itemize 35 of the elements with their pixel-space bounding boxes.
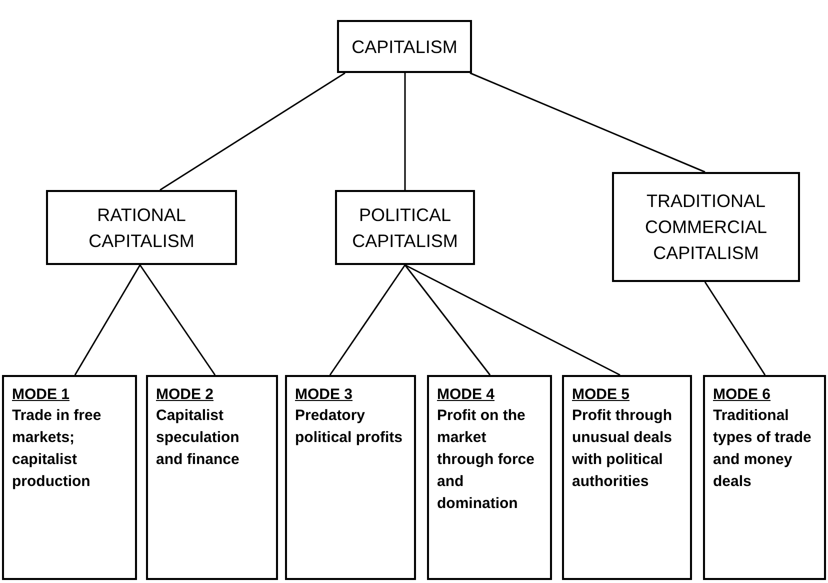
mode-heading: MODE 2 — [156, 385, 214, 405]
mode-description: Capitalist speculation and finance — [156, 406, 240, 470]
mode-box — [146, 375, 278, 580]
category-box — [335, 190, 475, 265]
mode-description: Profit on the market through force and domination — [437, 406, 536, 514]
mode-box — [703, 375, 826, 580]
mode-description: Profit through unusual deals with political authorities — [572, 406, 674, 492]
connector-line — [74, 264, 141, 376]
category-title: CAPITALISM — [352, 36, 458, 58]
category-title: TRADITIONAL COMMERCIAL CAPITALISM — [644, 190, 768, 265]
connector-line — [704, 282, 766, 376]
connector-line — [404, 264, 491, 376]
mode-heading: MODE 6 — [713, 385, 771, 405]
connector-line — [139, 264, 216, 376]
mode-heading: MODE 4 — [437, 385, 495, 405]
mode-description: Traditional types of trade and money deals — [713, 406, 812, 492]
category-box — [612, 172, 800, 282]
connector-line — [160, 72, 346, 191]
category-box — [46, 190, 237, 265]
mode-box — [285, 375, 416, 580]
mode-box — [427, 375, 552, 580]
mode-heading: MODE 3 — [295, 385, 353, 405]
mode-description: Trade in free markets; capitalist production — [12, 406, 102, 492]
mode-description: Predatory political profits — [295, 406, 404, 448]
mode-box — [562, 375, 692, 580]
mode-heading: MODE 5 — [572, 385, 630, 405]
category-box — [337, 20, 472, 73]
category-title: RATIONAL CAPITALISM — [88, 204, 196, 252]
mode-heading: MODE 1 — [12, 385, 70, 405]
connector-line — [404, 73, 406, 190]
category-title: POLITICAL CAPITALISM — [351, 204, 459, 252]
connector-line — [470, 72, 706, 173]
connector-line — [404, 264, 620, 376]
connector-line — [329, 264, 406, 376]
mode-box — [2, 375, 137, 580]
